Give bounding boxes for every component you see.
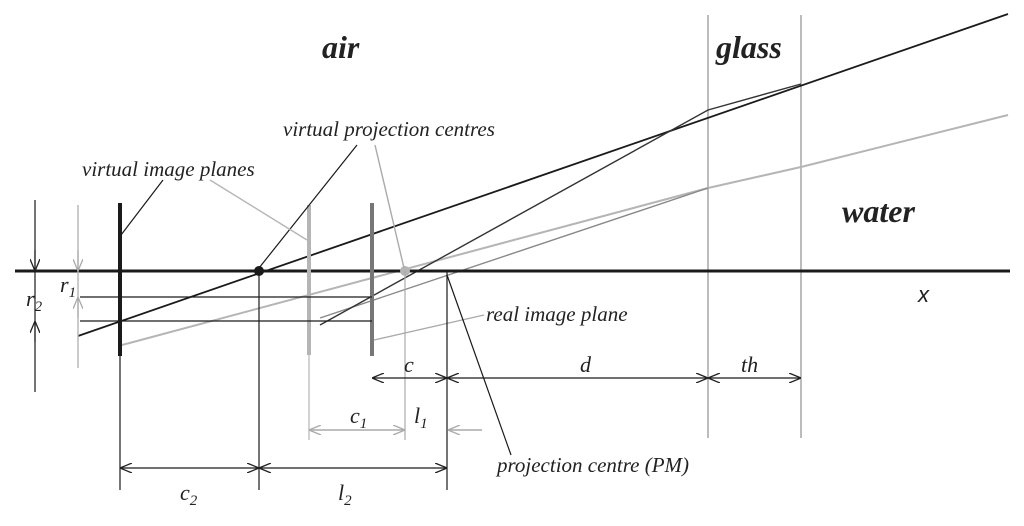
region-glass-label: glass — [715, 29, 782, 65]
dark-ray-refracted — [319, 83, 802, 326]
projection-centre-label: projection centre (PM) — [495, 453, 689, 477]
leader-real-plane — [373, 314, 485, 341]
dim-d-label: d — [580, 352, 592, 377]
dim-l1-label: l1 — [414, 403, 428, 432]
light-ray-air — [121, 187, 709, 346]
dim-c-label: c — [404, 352, 414, 377]
dim-c2-label: c2 — [180, 480, 198, 509]
region-water-label: water — [842, 193, 915, 229]
light-ray-axis-cross — [319, 187, 709, 319]
dim-r2-label: r2 — [26, 286, 43, 315]
dim-r1-label: r1 — [60, 272, 76, 301]
leader-projection-centre — [446, 274, 512, 456]
leader-virtual-centres-dark — [258, 144, 358, 269]
leader-virtual-centres-light — [374, 144, 405, 269]
dim-c1-label: c1 — [350, 403, 367, 432]
region-air-label: air — [322, 29, 360, 65]
dim-l2-label: l2 — [338, 480, 352, 509]
dim-th-label: th — [741, 352, 758, 377]
light-ray-refracted — [707, 114, 1009, 189]
leader-virtual-planes-dark — [120, 179, 164, 236]
virtual-projection-centres-label: virtual projection centres — [283, 117, 495, 141]
leader-virtual-planes-light — [209, 179, 308, 241]
x-axis-label: x — [917, 282, 930, 307]
virtual-image-planes-label: virtual image planes — [82, 157, 255, 181]
dark-ray-main — [77, 13, 1009, 337]
real-image-plane-label: real image plane — [486, 302, 628, 326]
